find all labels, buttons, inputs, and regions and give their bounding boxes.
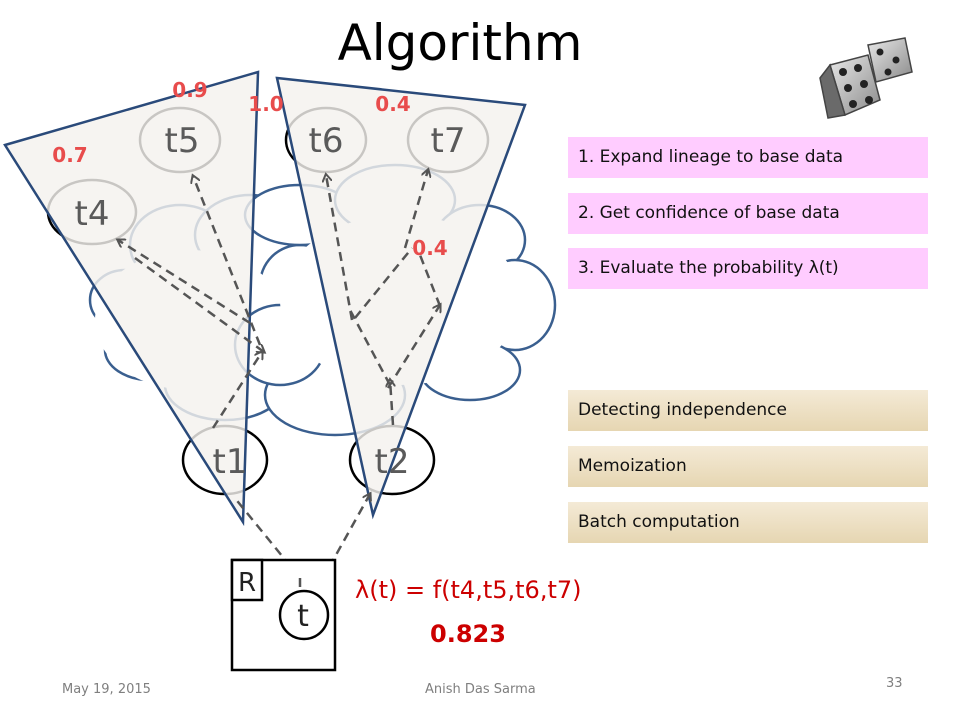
page-number: 33 bbox=[886, 676, 903, 691]
footer-date: May 19, 2015 bbox=[62, 682, 151, 697]
relation-label: R bbox=[238, 568, 256, 598]
tuple-t1-label: t1 bbox=[213, 442, 248, 482]
footer-author: Anish Das Sarma bbox=[425, 682, 536, 697]
tuple-t7-label: t7 bbox=[431, 121, 466, 161]
tuple-t2-label: t2 bbox=[375, 442, 410, 482]
result-tuple-label: t bbox=[297, 599, 309, 634]
dice-icon bbox=[819, 37, 913, 119]
confidence-t7: 0.4 bbox=[375, 92, 410, 116]
expansion-cone-t1 bbox=[3, 70, 260, 527]
optimization-batch-computation: Batch computation bbox=[568, 502, 928, 543]
tuple-t5-label: t5 bbox=[165, 121, 200, 161]
confidence-t5: 0.9 bbox=[172, 78, 207, 102]
confidence-t4: 0.7 bbox=[52, 143, 87, 167]
confidence-t6: 1.0 bbox=[248, 92, 283, 116]
tuple-t4-label: t4 bbox=[75, 194, 110, 234]
confidence-t2-subtree: 0.4 bbox=[412, 236, 447, 260]
step-evaluate-probability: 3. Evaluate the probability λ(t) bbox=[568, 248, 928, 289]
slide-title: Algorithm bbox=[337, 14, 583, 72]
lineage-arrows bbox=[118, 170, 440, 581]
probability-result: 0.823 bbox=[430, 620, 506, 648]
tuple-t6-label: t6 bbox=[309, 121, 344, 161]
expansion-cone-t2 bbox=[275, 76, 527, 520]
step-get-confidence: 2. Get confidence of base data bbox=[568, 193, 928, 234]
step-expand-lineage: 1. Expand lineage to base data bbox=[568, 137, 928, 178]
probability-formula: λ(t) = f(t4,t5,t6,t7) bbox=[355, 576, 582, 604]
optimization-memoization: Memoization bbox=[568, 446, 928, 487]
result-tuple-circle bbox=[278, 589, 330, 641]
relation-label-box bbox=[230, 558, 264, 602]
optimization-detecting-independence: Detecting independence bbox=[568, 390, 928, 431]
